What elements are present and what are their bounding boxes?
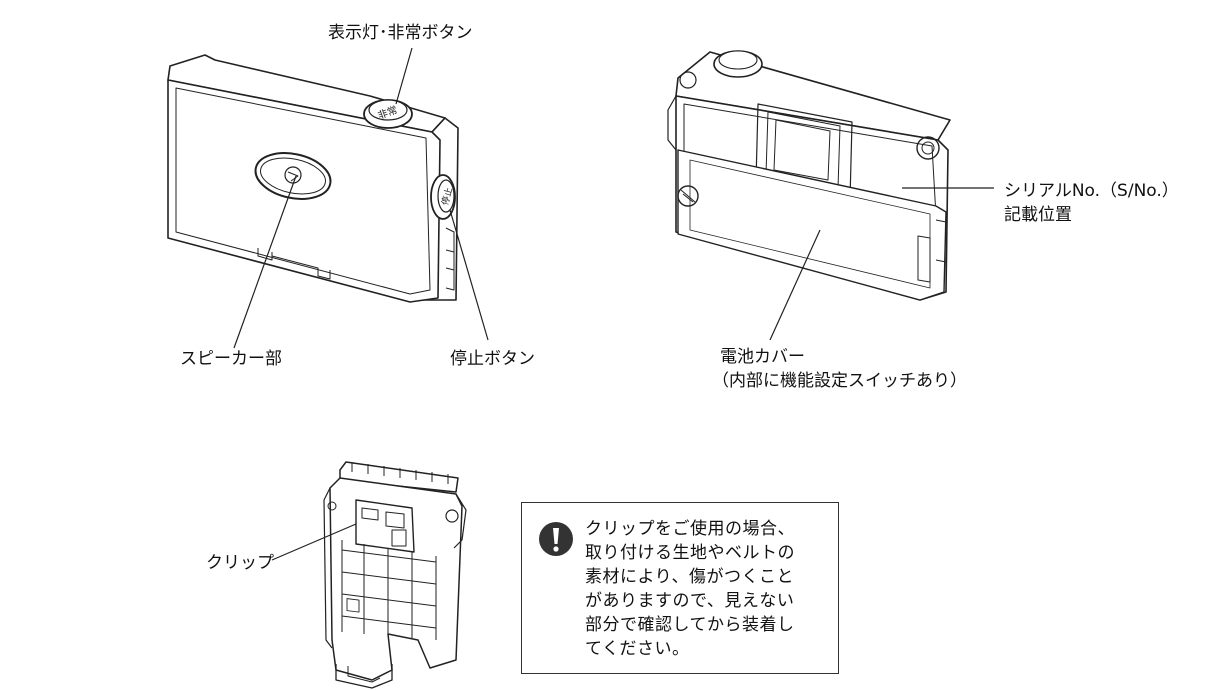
caution-line: 部分で確認してから装着し (585, 615, 795, 635)
caution-line: てください。 (585, 639, 690, 659)
label-serial-number: シリアルNo.（S/No.） (1004, 181, 1179, 201)
leader-battery (769, 229, 821, 341)
label-battery-cover-note: （内部に機能設定スイッチあり） (712, 371, 967, 391)
device-back-view (667, 50, 951, 301)
caution-line: 取り付ける生地やベルトの (585, 543, 795, 563)
leader-speaker (233, 175, 297, 349)
leader-lines (233, 47, 994, 561)
leader-indicator (395, 47, 413, 105)
caution-line: 素材により、傷がつくこと (585, 567, 794, 587)
caution-line: がありますので、見えない (585, 591, 795, 611)
leader-clip (271, 523, 357, 561)
clip-illustration (323, 461, 467, 689)
leader-stop (449, 209, 489, 341)
label-stop-button: 停止ボタン (450, 349, 535, 369)
caution-note-box: クリップをご使用の場合、 取り付ける生地やベルトの 素材により、傷がつくこと が… (521, 502, 839, 674)
label-battery-cover: 電池カバー (720, 347, 805, 367)
device-front-view (167, 54, 459, 303)
label-serial-position: 記載位置 (1004, 205, 1072, 225)
caution-line: クリップをご使用の場合、 (585, 519, 795, 539)
label-clip: クリップ (206, 553, 274, 573)
exclamation-circle-icon (539, 522, 573, 556)
caution-text: クリップをご使用の場合、 取り付ける生地やベルトの 素材により、傷がつくこと が… (585, 517, 835, 661)
label-speaker: スピーカー部 (180, 349, 282, 369)
label-indicator-emergency-button: 表示灯･非常ボタン (328, 23, 473, 43)
